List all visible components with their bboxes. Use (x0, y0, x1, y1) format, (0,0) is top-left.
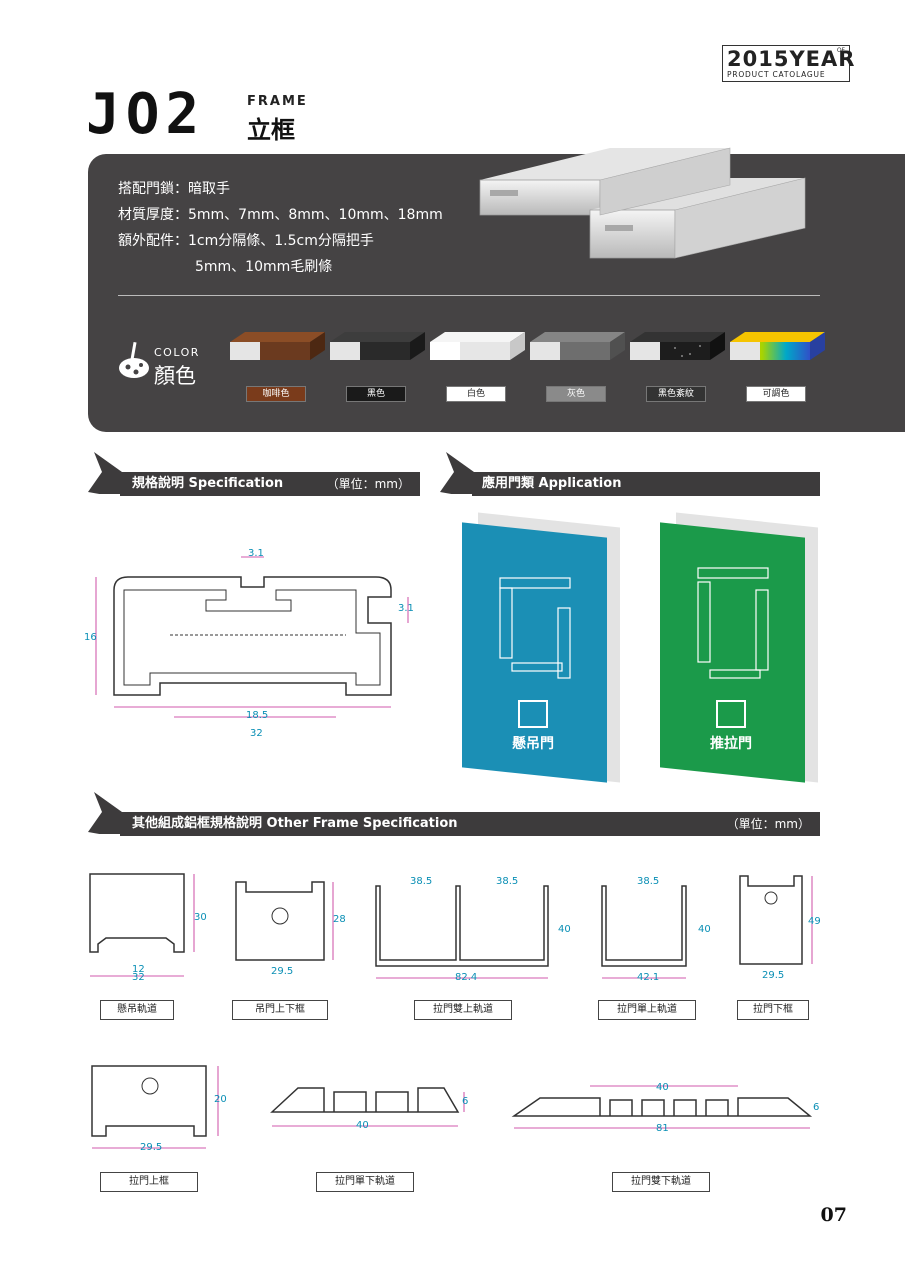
color-label-adjustable: 可調色 (746, 386, 806, 402)
section-title-app: 應用門類 Application (482, 476, 622, 491)
dim-double-top-width: 82.4 (455, 972, 478, 983)
dim-double-bottom-inner: 40 (656, 1082, 669, 1093)
label-double-top-track: 拉門雙上軌道 (414, 1000, 512, 1020)
color-title-en: COLOR (154, 346, 200, 359)
section-header-spec: 規格說明 Specification （單位：mm） (120, 472, 420, 496)
color-label-grey: 灰色 (546, 386, 606, 402)
label-sliding-top-frame: 拉門上框 (100, 1172, 198, 1192)
dim-double-bottom-height: 6 (813, 1102, 820, 1113)
main-profile-drawing (95, 556, 409, 718)
palette-icon (119, 341, 149, 378)
section-title-other: 其他組成鋁框規格說明 Other Frame Specification (132, 816, 458, 831)
swatch-grey (530, 332, 625, 360)
dim-hanging-track-height: 30 (194, 912, 207, 923)
product-code: JO2 (86, 82, 206, 147)
profile-hanging-track (89, 873, 195, 977)
spec-thickness: 材質厚度：5mm、7mm、8mm、10mm、18mm (118, 207, 443, 223)
dim-single-bottom-width: 40 (356, 1120, 369, 1131)
swatch-black (330, 332, 425, 360)
section-header-app: 應用門類 Application (472, 472, 820, 496)
color-swatch-row: 咖啡色 黑色 白色 灰色 黑色紊紋 可調色 (230, 330, 830, 405)
color-label-black-texture: 黑色紊紋 (646, 386, 706, 402)
profile-sliding-top-frame (91, 1065, 219, 1149)
app-label-hanging: 懸吊門 (512, 736, 554, 752)
color-label-black: 黑色 (346, 386, 406, 402)
spec-accessories-2: 5mm、10mm毛刷條 (195, 259, 333, 275)
label-double-bottom-track: 拉門雙下軌道 (612, 1172, 710, 1192)
hanging-door-diagram (499, 577, 571, 679)
dim-sliding-top-height: 20 (214, 1094, 227, 1105)
profile-double-top-track (375, 885, 549, 979)
dim-double-bottom-width: 81 (656, 1123, 669, 1134)
dim-single-top-width: 38.5 (637, 876, 660, 887)
color-label-brown: 咖啡色 (246, 386, 306, 402)
product-title-zh: 立框 (247, 116, 295, 144)
section-header-other: 其他組成鋁框規格說明 Other Frame Specification （單位… (120, 812, 820, 836)
profile-single-bottom-track (270, 1087, 465, 1127)
panel-divider (118, 295, 820, 296)
section-ribbon-spec (88, 452, 122, 494)
label-single-top-track: 拉門單上軌道 (598, 1000, 696, 1020)
app-label-sliding: 推拉門 (710, 736, 752, 752)
dim-single-bottom-height: 6 (462, 1096, 469, 1107)
catalogue-year: 2015YEAR (727, 47, 856, 71)
label-hanging-door-frame: 吊門上下框 (232, 1000, 328, 1020)
profile-hanging-door-frame (235, 881, 334, 961)
color-title-zh: 顏色 (154, 364, 196, 388)
section-ribbon-app (440, 452, 474, 494)
catalogue-label: PRODUCT CATOLAGUE (727, 70, 826, 79)
dim-sliding-bottom-height: 49 (808, 916, 821, 927)
dim-hanging-door-height: 28 (333, 914, 346, 925)
dim-width: 32 (250, 728, 263, 739)
label-hanging-track: 懸吊軌道 (100, 1000, 174, 1020)
dim-single-top-height: 40 (698, 924, 711, 935)
spec-accessories: 額外配件：1cm分隔條、1.5cm分隔把手 (118, 233, 374, 249)
dim-right-slot: 3.1 (398, 603, 414, 614)
dim-single-top-width-b: 42.1 (637, 972, 660, 983)
section-unit-other: （單位：mm） (726, 817, 810, 831)
dim-sliding-bottom-width: 29.5 (762, 970, 785, 981)
dim-double-top-height: 40 (558, 924, 571, 935)
section-unit-spec: （單位：mm） (326, 477, 410, 491)
profile-sliding-bottom-frame (739, 875, 813, 965)
color-label-white: 白色 (446, 386, 506, 402)
dim-hanging-track-inner: 12 (132, 964, 145, 975)
label-sliding-bottom-frame: 拉門下框 (737, 1000, 809, 1020)
profile-double-bottom-track (511, 1085, 813, 1129)
dim-hanging-door-width: 29.5 (271, 966, 294, 977)
dim-height: 16 (84, 632, 97, 643)
label-single-bottom-track: 拉門單下軌道 (316, 1172, 414, 1192)
page-number: 07 (820, 1204, 847, 1226)
dim-sliding-top-width: 29.5 (140, 1142, 163, 1153)
swatch-white (430, 332, 525, 360)
dim-double-top-a: 38.5 (410, 876, 433, 887)
frame-profile-illustration (479, 147, 806, 259)
swatch-brown (230, 332, 325, 360)
spec-lock: 搭配門鎖：暗取手 (118, 181, 230, 197)
product-title-en: FRAME (247, 94, 308, 109)
catalogue-of: OF (836, 47, 845, 54)
profile-single-top-track (601, 885, 687, 979)
dim-hanging-track-width: 32 (132, 972, 145, 983)
sliding-door-diagram (697, 567, 769, 679)
sliding-door-icon (716, 700, 746, 728)
dim-top-slot: 3.1 (248, 548, 264, 559)
hanging-door-icon (518, 700, 548, 728)
section-ribbon-other (88, 792, 122, 834)
dim-double-top-b: 38.5 (496, 876, 519, 887)
swatch-black-texture (630, 332, 725, 360)
swatch-adjustable (730, 332, 825, 360)
section-title-spec: 規格說明 Specification (132, 476, 284, 491)
dim-inner: 18.5 (246, 710, 269, 721)
catalogue-badge: 2015YEAR OF PRODUCT CATOLAGUE (722, 45, 854, 82)
